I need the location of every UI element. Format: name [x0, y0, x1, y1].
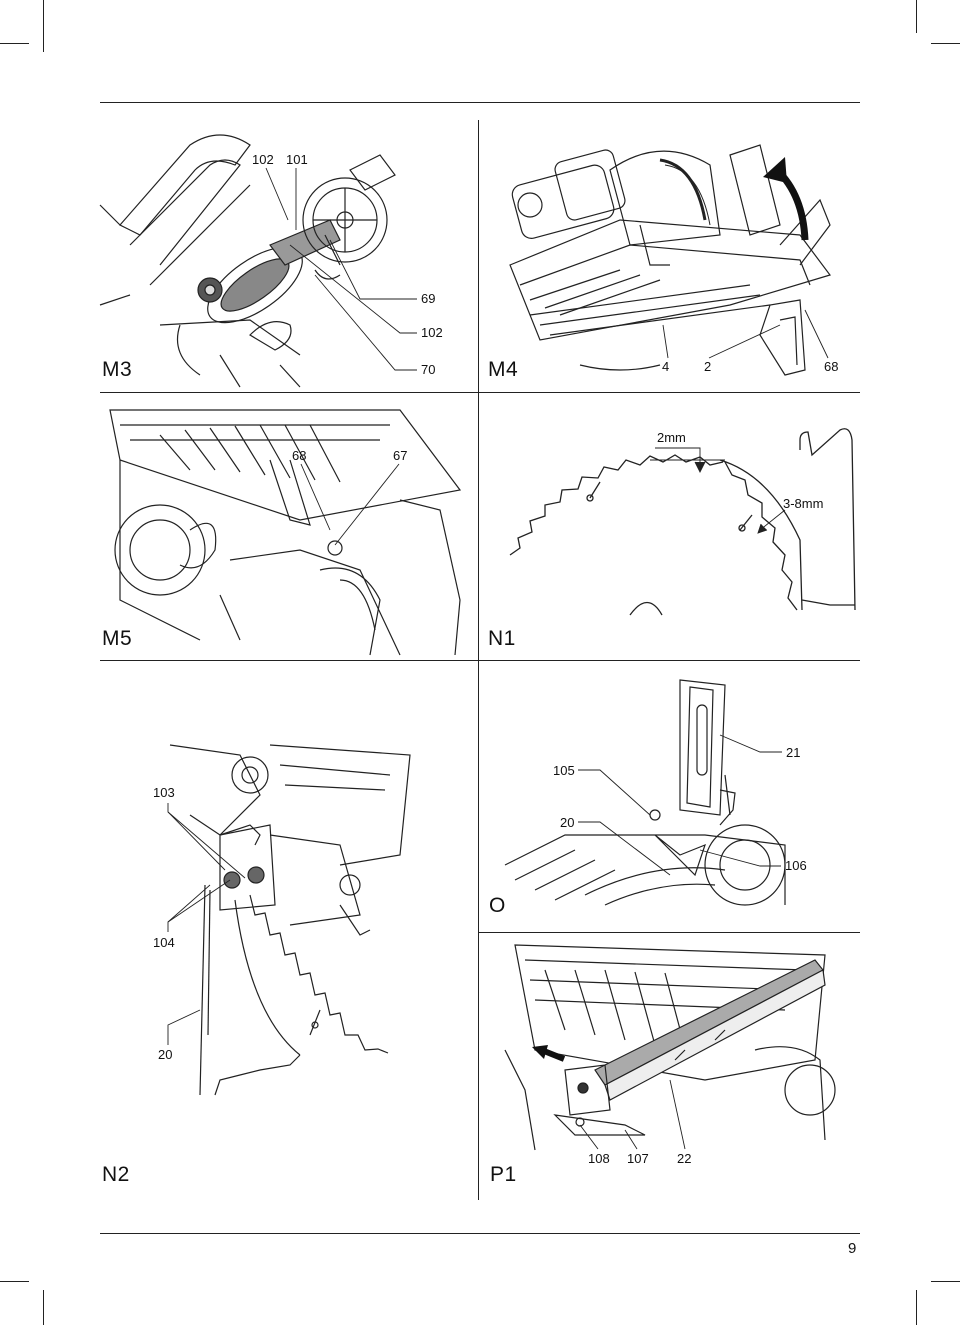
- panel-label-m5: M5: [102, 627, 133, 650]
- callout-68: 68: [824, 359, 839, 374]
- n1-dimension-arrows: [0, 0, 960, 700]
- n2-illustration: [160, 735, 420, 1100]
- crop-mark: [931, 1281, 960, 1282]
- callout-2: 2: [704, 359, 712, 374]
- header-rule: [100, 102, 860, 103]
- o-leader-lines: [0, 0, 960, 1200]
- o-illustration: [505, 675, 860, 910]
- rotation-arrow-icon: [763, 157, 815, 245]
- callout-105: 105: [553, 763, 575, 778]
- footer-rule: [100, 1233, 860, 1234]
- row-divider-right: [478, 932, 860, 933]
- callout-21: 21: [786, 745, 801, 760]
- crop-mark: [0, 43, 29, 44]
- callout-22: 22: [677, 1151, 692, 1166]
- callout-104: 104: [153, 935, 175, 950]
- n2-leader-lines: [0, 0, 960, 1200]
- crop-mark: [916, 0, 917, 33]
- push-arrow-icon: [532, 1045, 565, 1065]
- callout-103: 103: [153, 785, 175, 800]
- crop-mark: [43, 0, 44, 52]
- crop-mark: [43, 1290, 44, 1325]
- callout-108: 108: [588, 1151, 610, 1166]
- panel-label-p1: P1: [490, 1163, 517, 1186]
- callout-102: 102: [421, 325, 443, 340]
- panel-label-m3: M3: [102, 358, 133, 381]
- callout-101: 101: [286, 152, 308, 167]
- crop-mark: [931, 43, 960, 44]
- p1-illustration: [505, 940, 835, 1165]
- m5-leader-lines: [0, 0, 960, 700]
- m5-illustration: [100, 400, 470, 655]
- panel-label-o: O: [489, 894, 506, 917]
- m3-illustration: [100, 125, 478, 387]
- callout-69: 69: [421, 291, 436, 306]
- callout-102: 102: [252, 152, 274, 167]
- m3-leader-lines: [0, 0, 960, 400]
- m4-illustration: [500, 125, 850, 385]
- callout-106: 106: [785, 858, 807, 873]
- callout-20: 20: [560, 815, 575, 830]
- callout-2mm: 2mm: [657, 430, 686, 445]
- n1-blade-diagram: [490, 420, 860, 615]
- panel-label-n1: N1: [488, 627, 516, 650]
- callout-67: 67: [393, 448, 408, 463]
- callout-70: 70: [421, 362, 436, 377]
- crop-mark: [916, 1290, 917, 1325]
- m4-leader-lines: [0, 0, 960, 400]
- callout-20: 20: [158, 1047, 173, 1062]
- callout-68: 68: [292, 448, 307, 463]
- callout-107: 107: [627, 1151, 649, 1166]
- p1-leader-lines: [0, 0, 960, 1200]
- callout-3-8mm: 3-8mm: [783, 496, 824, 511]
- panel-label-m4: M4: [488, 358, 519, 381]
- crop-mark: [0, 1281, 29, 1282]
- callout-4: 4: [662, 359, 670, 374]
- page-number: 9: [848, 1240, 857, 1257]
- row-divider-1: [100, 392, 860, 393]
- panel-label-n2: N2: [102, 1163, 130, 1186]
- row-divider-2: [100, 660, 860, 661]
